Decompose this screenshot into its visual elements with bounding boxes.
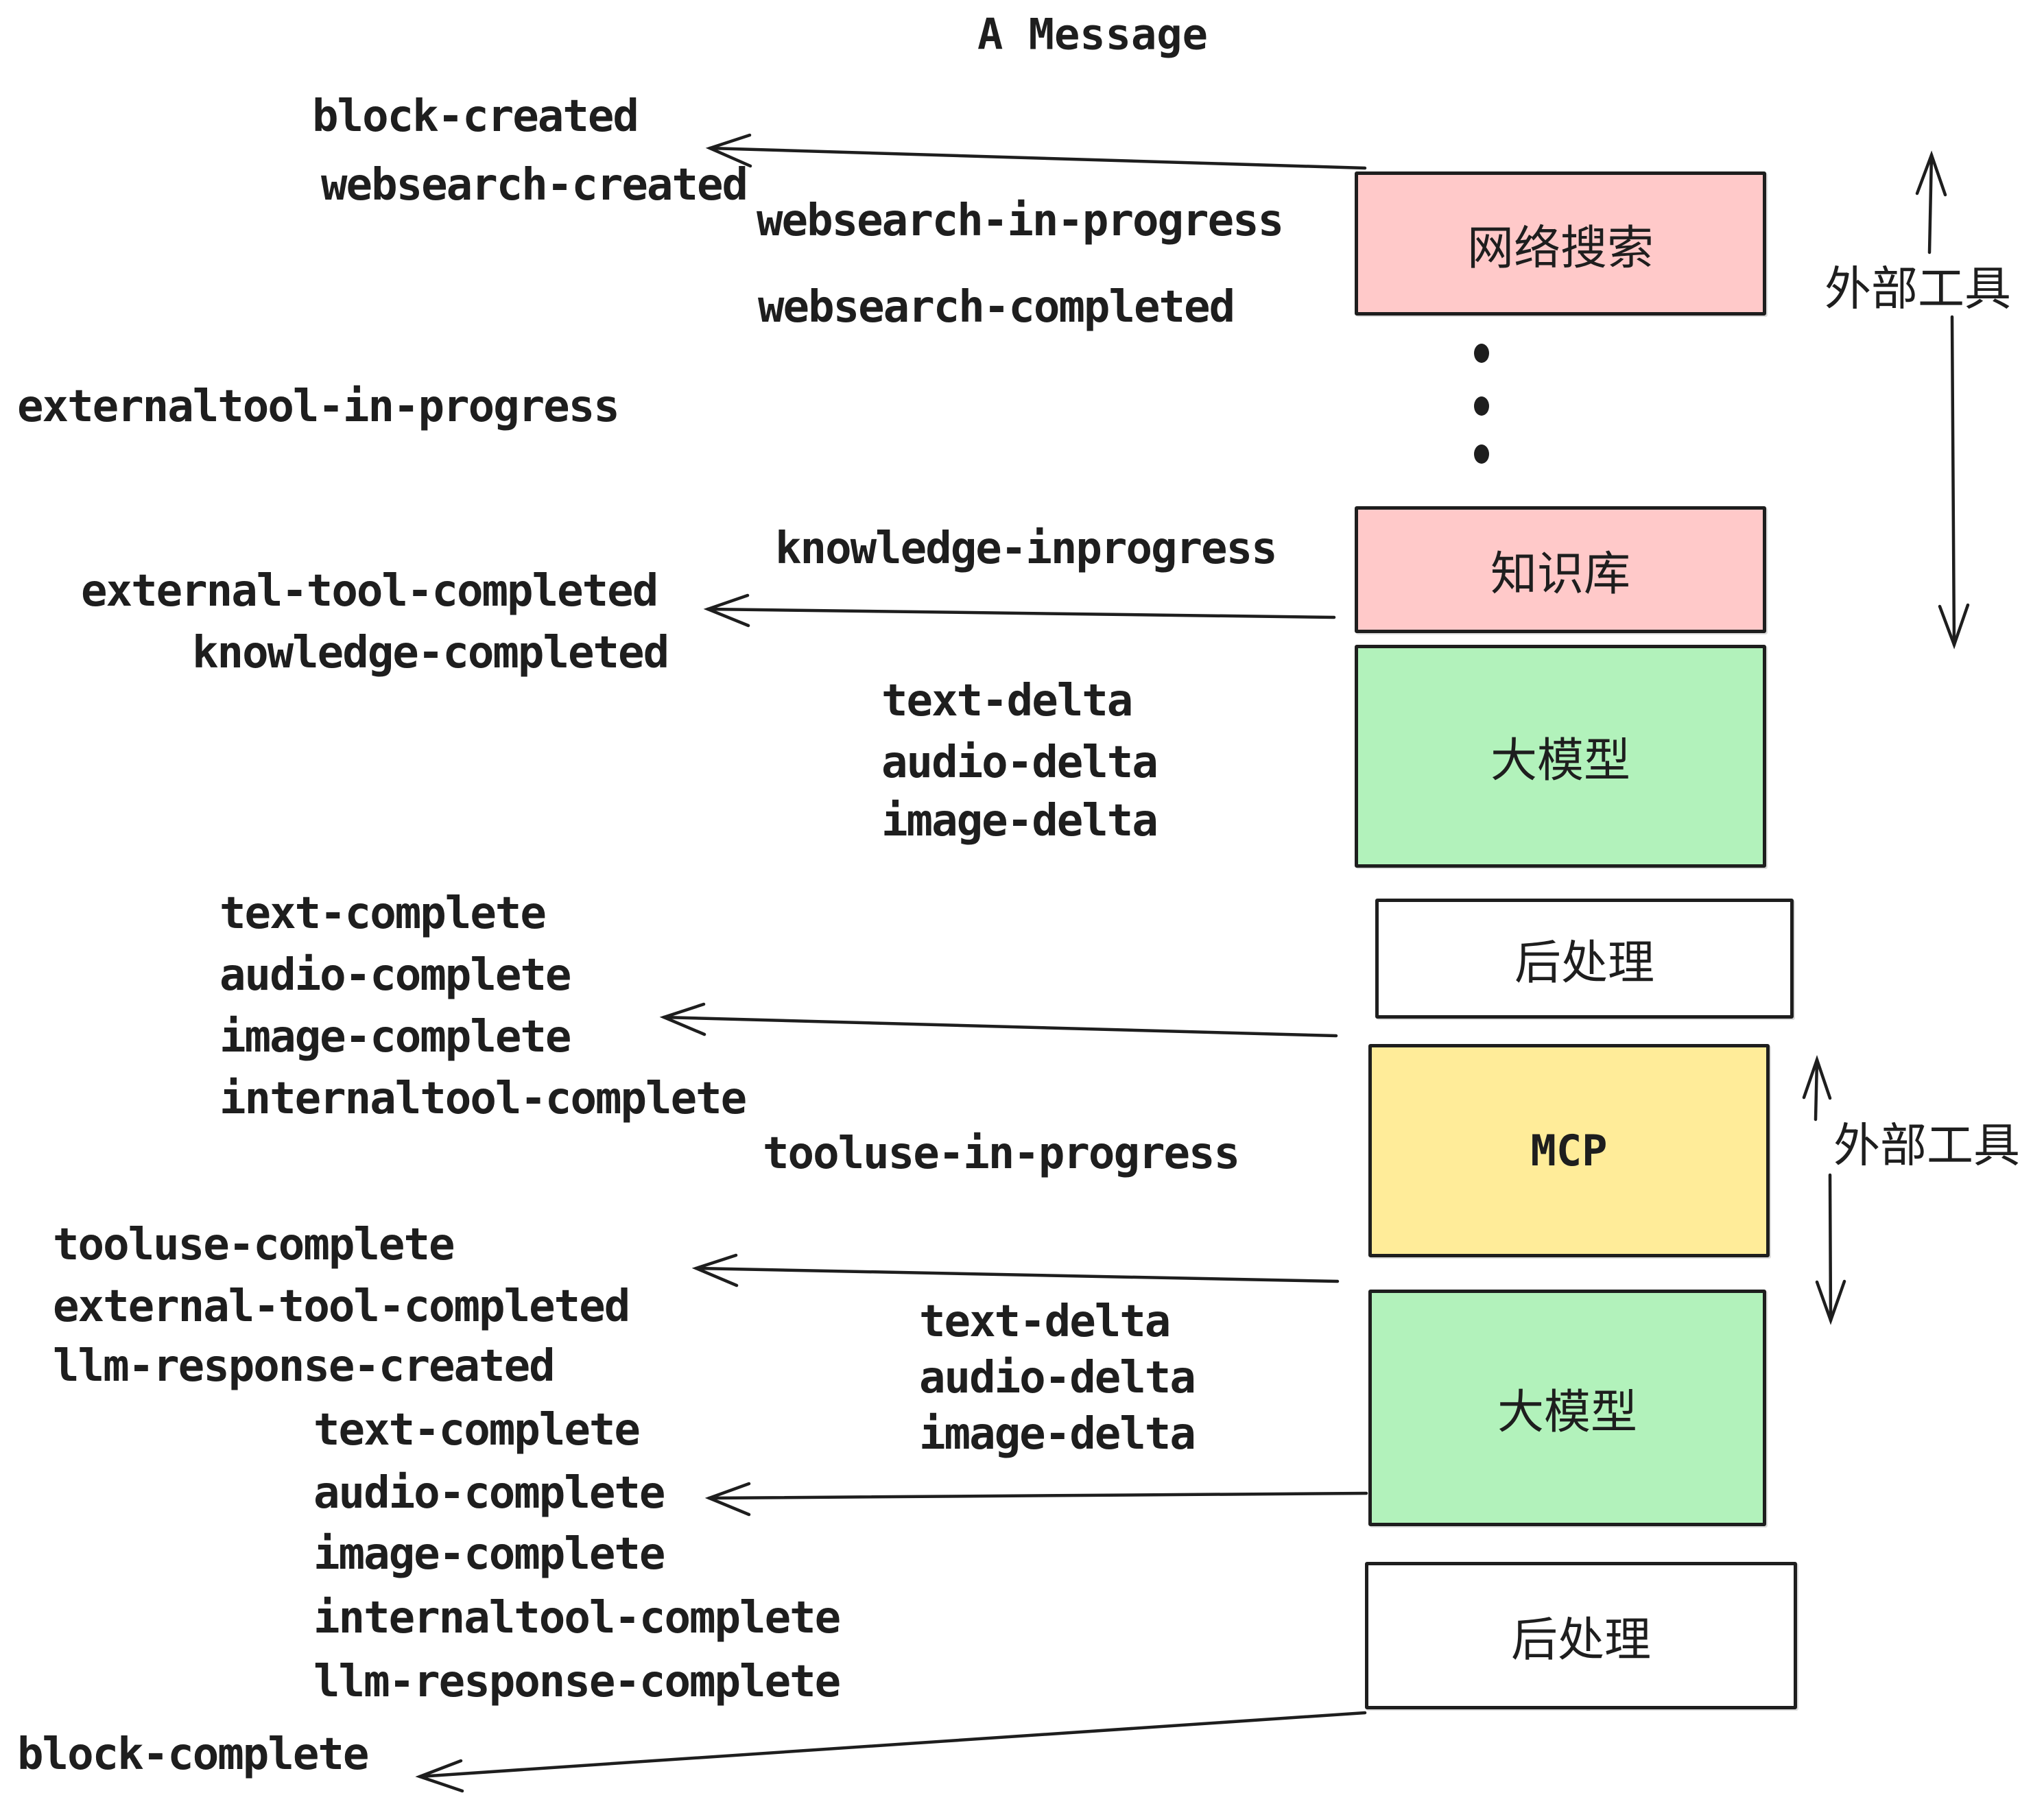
box-post-processing-1: 后处理 xyxy=(1375,899,1794,1019)
event-block-complete: block-complete xyxy=(17,1729,369,1780)
event-image-delta: image-delta xyxy=(881,796,1158,846)
event-text-delta-2: text-delta xyxy=(919,1296,1171,1347)
arrow-to-block-complete xyxy=(415,1711,1367,1793)
box-llm-2: 大模型 xyxy=(1368,1290,1766,1526)
box-llm-1: 大模型 xyxy=(1355,645,1766,868)
event-image-complete-2: image-complete xyxy=(313,1529,665,1580)
arrow-to-image-complete xyxy=(659,1002,1338,1038)
external-tool-up-arrow-1 xyxy=(1915,150,1947,254)
event-text-complete: text-complete xyxy=(219,888,547,939)
arrow-to-block-created xyxy=(705,133,1367,170)
diagram-title: A Message xyxy=(977,9,1208,60)
arrow-to-audio-complete xyxy=(704,1482,1368,1517)
external-tool-down-arrow-1 xyxy=(1938,315,1970,650)
event-websearch-in-progress: websearch-in-progress xyxy=(757,195,1284,246)
event-internaltool-complete-2: internaltool-complete xyxy=(313,1593,841,1643)
event-text-complete-2: text-complete xyxy=(313,1405,641,1456)
event-websearch-created: websearch-created xyxy=(321,160,748,211)
event-internaltool-complete: internaltool-complete xyxy=(219,1073,747,1124)
external-tool-down-arrow-2 xyxy=(1815,1173,1846,1325)
box-mcp: MCP xyxy=(1368,1044,1770,1257)
event-knowledge-inprogress: knowledge-inprogress xyxy=(775,523,1278,574)
arrow-to-knowledge-completed xyxy=(703,593,1336,628)
event-tooluse-complete: tooluse-complete xyxy=(53,1220,455,1270)
event-websearch-completed: websearch-completed xyxy=(758,282,1235,333)
box-post-processing-2: 后处理 xyxy=(1365,1562,1797,1709)
event-block-created: block-created xyxy=(312,91,639,142)
event-tooluse-in-progress: tooluse-in-progress xyxy=(763,1128,1240,1179)
event-audio-complete: audio-complete xyxy=(219,950,571,1001)
external-tools-label-1: 外部工具 xyxy=(1825,262,2012,317)
external-tool-up-arrow-2 xyxy=(1802,1055,1832,1121)
event-external-tool-completed: external-tool-completed xyxy=(81,566,658,617)
event-text-delta: text-delta xyxy=(881,676,1133,726)
box-knowledge-base: 知识库 xyxy=(1355,506,1766,633)
event-external-tool-completed-2: external-tool-completed xyxy=(53,1281,630,1332)
event-externaltool-in-progress: externaltool-in-progress xyxy=(17,381,620,432)
ellipsis-dots xyxy=(1474,344,1489,464)
arrow-to-external-tool-completed xyxy=(691,1253,1340,1287)
external-tools-label-2: 外部工具 xyxy=(1833,1119,2021,1174)
event-llm-response-complete: llm-response-complete xyxy=(313,1657,841,1707)
event-image-complete: image-complete xyxy=(219,1012,571,1063)
event-audio-delta-2: audio-delta xyxy=(919,1353,1196,1403)
box-web-search: 网络搜索 xyxy=(1355,171,1766,316)
event-llm-response-created: llm-response-created xyxy=(53,1341,556,1392)
event-audio-delta: audio-delta xyxy=(881,737,1158,788)
event-audio-complete-2: audio-complete xyxy=(313,1468,665,1519)
event-image-delta-2: image-delta xyxy=(919,1409,1196,1460)
event-knowledge-completed: knowledge-completed xyxy=(192,628,669,678)
